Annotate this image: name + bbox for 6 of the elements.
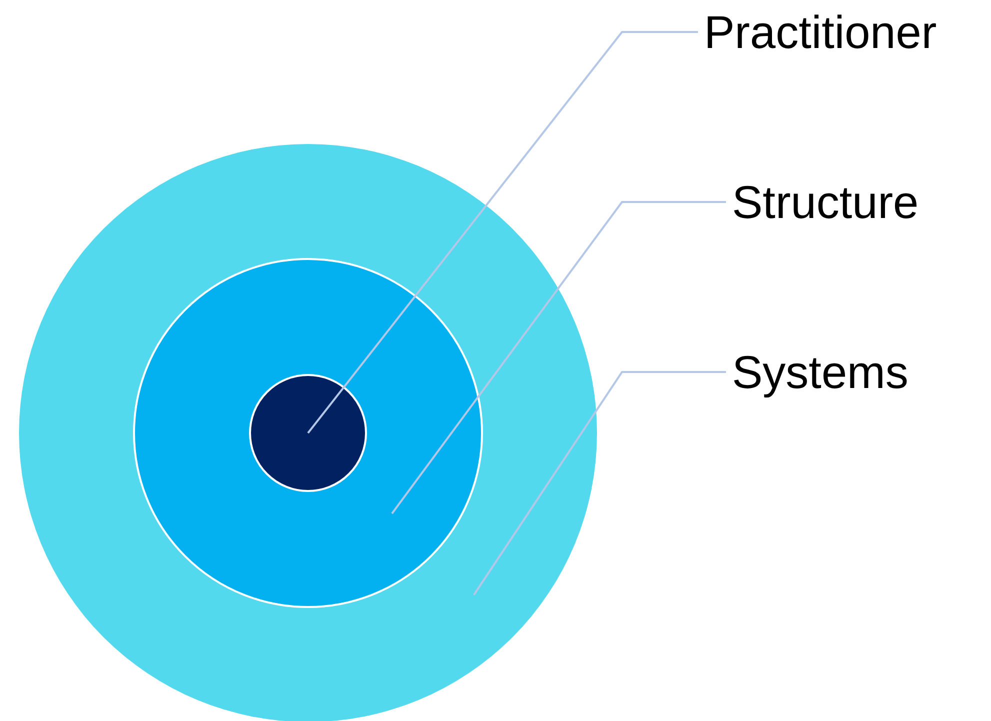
leader-line (391, 201, 726, 514)
leader-line (473, 371, 726, 596)
layer-label: Systems (732, 349, 908, 395)
layer-label: Structure (732, 179, 919, 225)
leader-line (307, 31, 698, 434)
layer-label: Practitioner (704, 9, 937, 55)
